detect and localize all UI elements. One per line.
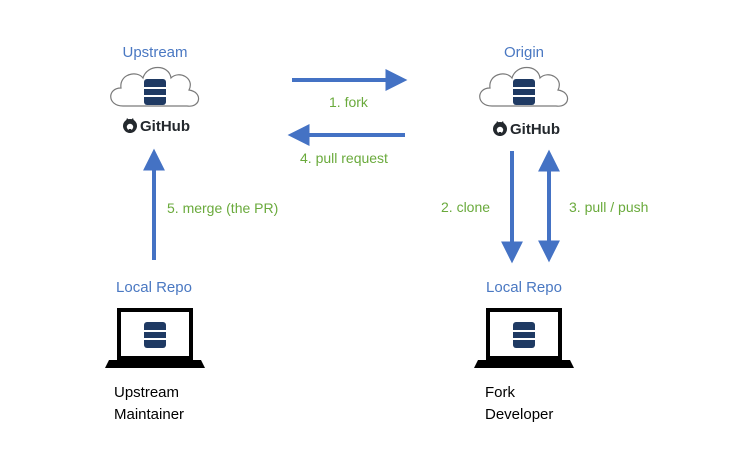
origin-github-text: GitHub [510, 121, 560, 138]
edge-label-pull-push: 3. pull / push [569, 199, 649, 215]
origin-title: Origin [503, 44, 545, 61]
role-upstream-line2: Maintainer [114, 406, 185, 423]
role-upstream-line1: Upstream [114, 384, 180, 401]
origin-node [479, 66, 569, 107]
edge-label-clone: 2. clone [441, 199, 491, 215]
upstream-github-text: GitHub [140, 118, 190, 135]
database-icon [143, 321, 167, 349]
database-icon [512, 78, 536, 106]
database-icon [143, 78, 167, 106]
github-octocat-icon [493, 121, 507, 136]
origin-github-logo: GitHub [493, 121, 560, 138]
role-fork-line1: Fork [485, 384, 515, 401]
upstream-github-logo: GitHub [123, 118, 190, 135]
local-repo-maintainer-title: Local Repo [116, 279, 192, 296]
upstream-node [110, 66, 200, 107]
edge-label-merge: 5. merge (the PR) [167, 200, 279, 216]
local-repo-developer-title: Local Repo [486, 279, 562, 296]
role-upstream-maintainer: Upstream Maintainer [114, 382, 184, 426]
maintainer-laptop [105, 308, 205, 368]
developer-laptop [474, 308, 574, 368]
edge-label-fork: 1. fork [329, 94, 368, 110]
database-icon [512, 321, 536, 349]
upstream-title: Upstream [122, 44, 188, 61]
edge-label-pull-request: 4. pull request [300, 150, 388, 166]
github-octocat-icon [123, 118, 137, 133]
role-fork-line2: Developer [485, 406, 554, 423]
role-fork-developer: Fork Developer [485, 382, 553, 426]
